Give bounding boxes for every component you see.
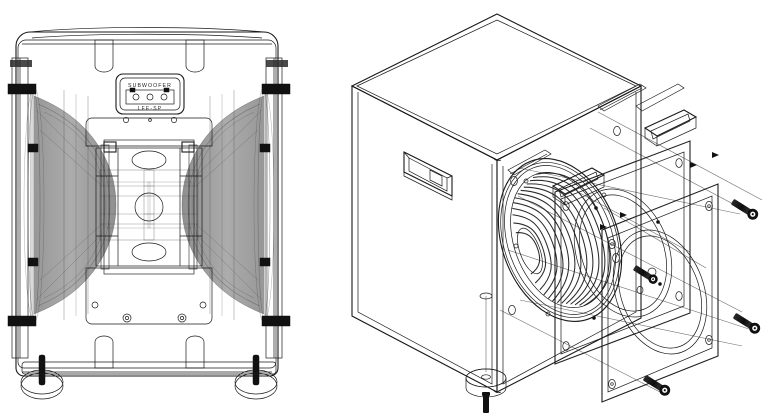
ring-screw-hole [562, 341, 570, 351]
cabinet-body [350, 13, 643, 394]
shelf-screw-hole [91, 301, 99, 309]
port-tube-upper [643, 109, 698, 147]
baffle-center-hole [636, 286, 644, 294]
shelf-screw-hole [199, 301, 207, 309]
assembly-arrow [620, 212, 627, 218]
corner-block-tr [266, 60, 288, 67]
corner-bracket-bl [7, 315, 37, 327]
baffle-screw-hole [613, 126, 621, 136]
brace-bolt-right [181, 141, 195, 153]
corner-bracket-br [261, 315, 291, 327]
baffle-screw-hole [510, 176, 518, 186]
amplifier-model-text: LFE-SP [138, 106, 163, 112]
port-tube-bottom-right [185, 335, 205, 369]
assembly-arrow [712, 152, 719, 158]
cabinet-side-walls [11, 57, 283, 359]
fixing-screws [633, 199, 761, 396]
feet-left-view [20, 354, 278, 400]
shelf-screw-hole [177, 313, 187, 323]
screw-upper-right [731, 199, 759, 220]
right-view-exploded-isometric [350, 13, 763, 413]
plate-screw [123, 117, 129, 123]
lower-shelf [85, 267, 213, 325]
ring-pilot-dot [594, 206, 598, 210]
driver-mounting-ring [554, 140, 691, 365]
driver-frame-hole [513, 243, 519, 249]
ring-pilot-dot [658, 282, 662, 286]
brace-vent-bottom [131, 242, 167, 262]
woofer-driver [497, 158, 623, 322]
upper-shelf [85, 117, 213, 153]
assembly-arrow [600, 224, 607, 230]
brace-bolt-left [103, 141, 117, 153]
rubber-foot [465, 368, 507, 413]
corner-hardware [7, 60, 291, 327]
front-baffle-plate [601, 183, 719, 403]
foot-socket [479, 292, 493, 300]
shelf-screw-hole [122, 313, 132, 323]
ring-screw-hole [675, 158, 683, 168]
center-brace [95, 139, 203, 275]
screw-baffle-center [633, 265, 658, 284]
plate-screw [171, 117, 177, 123]
terminal-marker [163, 87, 170, 93]
brace-vent-center [134, 192, 164, 222]
amplifier-plate: SUBWOOFER LFE-SP [115, 73, 185, 123]
assembly-arrow [690, 162, 697, 168]
screw-foot [482, 392, 490, 413]
corner-block-tl [10, 60, 32, 67]
screw-mid-right [733, 313, 761, 334]
assembly-arrows [600, 152, 719, 230]
foot-bottom-left [20, 354, 64, 400]
plate-screw [148, 118, 152, 122]
port-tube-top-left [94, 39, 114, 73]
port-tube-lower [551, 167, 606, 206]
baffle-screw-hole [508, 305, 516, 315]
foot-center-hole [481, 374, 491, 380]
terminal-binding-post [132, 93, 140, 101]
corner-bracket-tl [7, 83, 37, 95]
terminal-binding-post [146, 93, 154, 101]
ring-screw-hole [562, 201, 570, 211]
baffle-plate-hole [608, 379, 616, 389]
assembly-centerlines [485, 111, 763, 393]
ring-screw-hole [675, 291, 683, 301]
mid-bracket-right [259, 143, 271, 153]
port-tubes-right-view [551, 83, 698, 206]
baffle-screw-hole [612, 253, 620, 263]
driver-frame-hole [523, 178, 529, 184]
port-tube-bottom-left [94, 335, 114, 369]
base-plinth [21, 361, 277, 375]
mid-bracket-left2 [27, 257, 39, 267]
corner-bracket-tr [261, 83, 291, 95]
mid-bracket-left [27, 143, 39, 153]
foot-bottom-right [234, 354, 278, 400]
port-tube-rear [635, 83, 685, 112]
port-tube-top-right [185, 39, 205, 73]
side-handle [403, 151, 453, 201]
amplifier-brand-text: SUBWOOFER [128, 83, 172, 89]
screw-lower-right [643, 375, 671, 396]
woofer-left [23, 86, 155, 324]
rear-handle-slot [597, 83, 647, 112]
ring-pilot-dot [656, 220, 660, 224]
driver-frame-hole [545, 311, 551, 317]
ring-pilot-dot [592, 316, 596, 320]
terminal-marker [129, 87, 136, 93]
mid-bracket-right2 [259, 257, 271, 267]
baffle-plate-hole [705, 201, 713, 211]
left-view-ghosted-section: SUBWOOFER LFE-SP [7, 27, 291, 400]
driver-frame-hole [601, 192, 607, 198]
terminal-binding-post [160, 93, 168, 101]
brace-vent-top [131, 150, 167, 170]
baffle-plate-hole [705, 335, 713, 345]
baffle-driver-opening [500, 162, 620, 318]
port-tubes-left-view [94, 39, 205, 369]
baffle-plate-hole [608, 239, 616, 249]
